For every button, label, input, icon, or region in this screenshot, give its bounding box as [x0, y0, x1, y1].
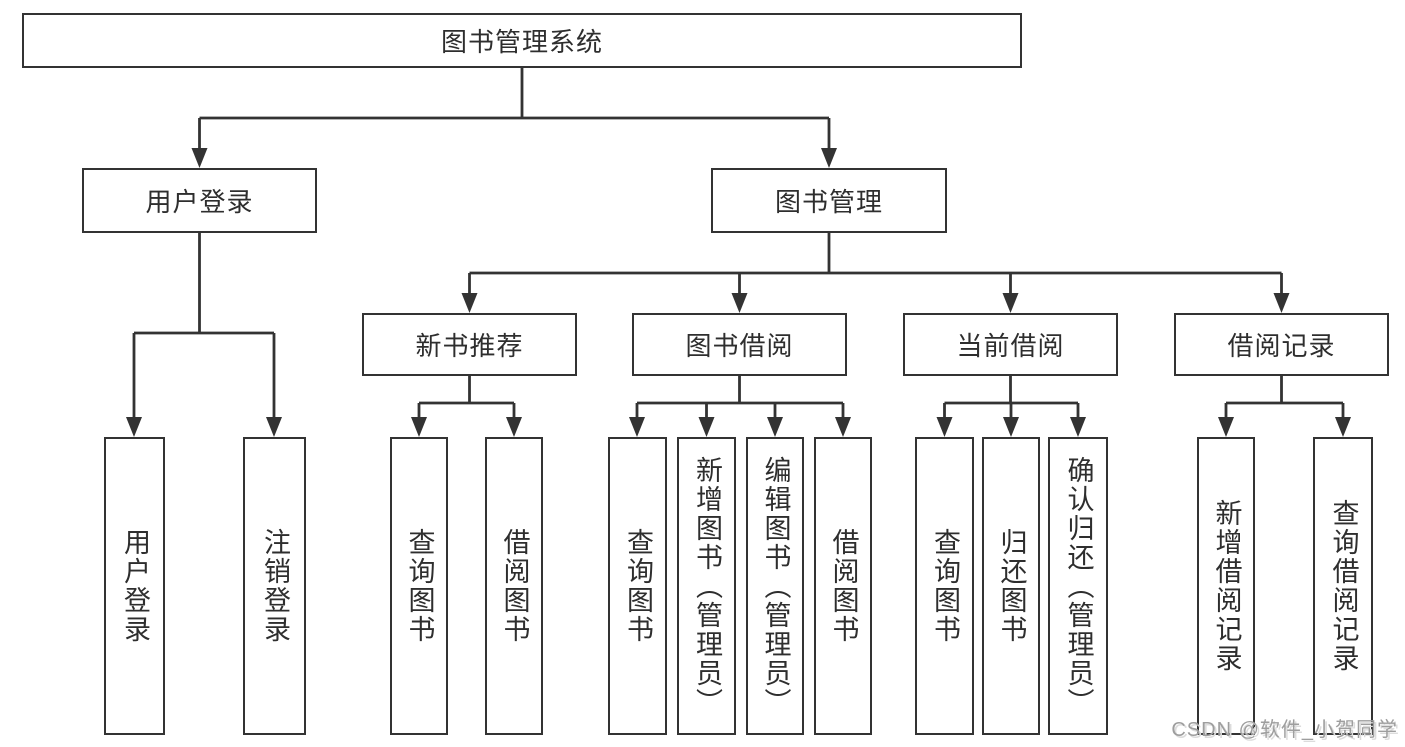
node-borrow-records: 借阅记录 [1174, 313, 1389, 376]
node-new-book-recommend: 新书推荐 [362, 313, 577, 376]
leaf-label: 借阅图书 [828, 528, 859, 644]
leaf-borrow-books-recommend: 借阅图书 [485, 437, 543, 735]
watermark: CSDN @软件_小贺同学 [1171, 719, 1398, 741]
leaf-label: 用户登录 [120, 528, 150, 644]
leaf-label: 查询图书 [930, 528, 960, 644]
leaf-label: 查询图书 [623, 528, 653, 644]
node-label: 图书借阅 [685, 331, 794, 361]
leaf-label: 编辑图书（管理员） [760, 455, 791, 717]
leaf-label: 查询借阅记录 [1328, 499, 1359, 673]
node-label: 新书推荐 [415, 331, 524, 361]
node-current-borrowing: 当前借阅 [903, 313, 1118, 376]
node-label: 图书管理系统 [440, 27, 603, 57]
node-user-login: 用户登录 [82, 168, 317, 233]
node-label: 图书管理 [774, 187, 883, 217]
leaf-edit-book-admin: 编辑图书（管理员） [746, 437, 804, 735]
leaf-user-login: 用户登录 [104, 437, 165, 735]
leaf-label: 借阅图书 [499, 528, 530, 644]
leaf-confirm-return-admin: 确认归还（管理员） [1048, 437, 1108, 735]
node-library-management-system: 图书管理系统 [22, 13, 1022, 68]
leaf-logout: 注销登录 [243, 437, 306, 735]
leaf-label: 注销登录 [260, 528, 290, 644]
node-label: 当前借阅 [956, 331, 1065, 361]
leaf-label: 新增借阅记录 [1211, 499, 1242, 673]
leaf-borrow-books-borrowing: 借阅图书 [814, 437, 872, 735]
leaf-add-borrow-record: 新增借阅记录 [1197, 437, 1255, 735]
leaf-query-books-current: 查询图书 [915, 437, 974, 735]
leaf-query-books-borrowing: 查询图书 [608, 437, 667, 735]
leaf-add-book-admin: 新增图书（管理员） [677, 437, 736, 735]
leaf-label: 新增图书（管理员） [692, 455, 722, 717]
node-book-borrowing: 图书借阅 [632, 313, 847, 376]
node-book-management: 图书管理 [711, 168, 947, 233]
leaf-label: 确认归还（管理员） [1063, 455, 1094, 717]
node-label: 用户登录 [145, 187, 254, 217]
node-label: 借阅记录 [1227, 331, 1336, 361]
leaf-label: 归还图书 [996, 528, 1027, 644]
leaf-label: 查询图书 [404, 528, 435, 644]
leaf-query-books-recommend: 查询图书 [390, 437, 448, 735]
leaf-return-books: 归还图书 [982, 437, 1040, 735]
leaf-query-borrow-record: 查询借阅记录 [1313, 437, 1373, 735]
